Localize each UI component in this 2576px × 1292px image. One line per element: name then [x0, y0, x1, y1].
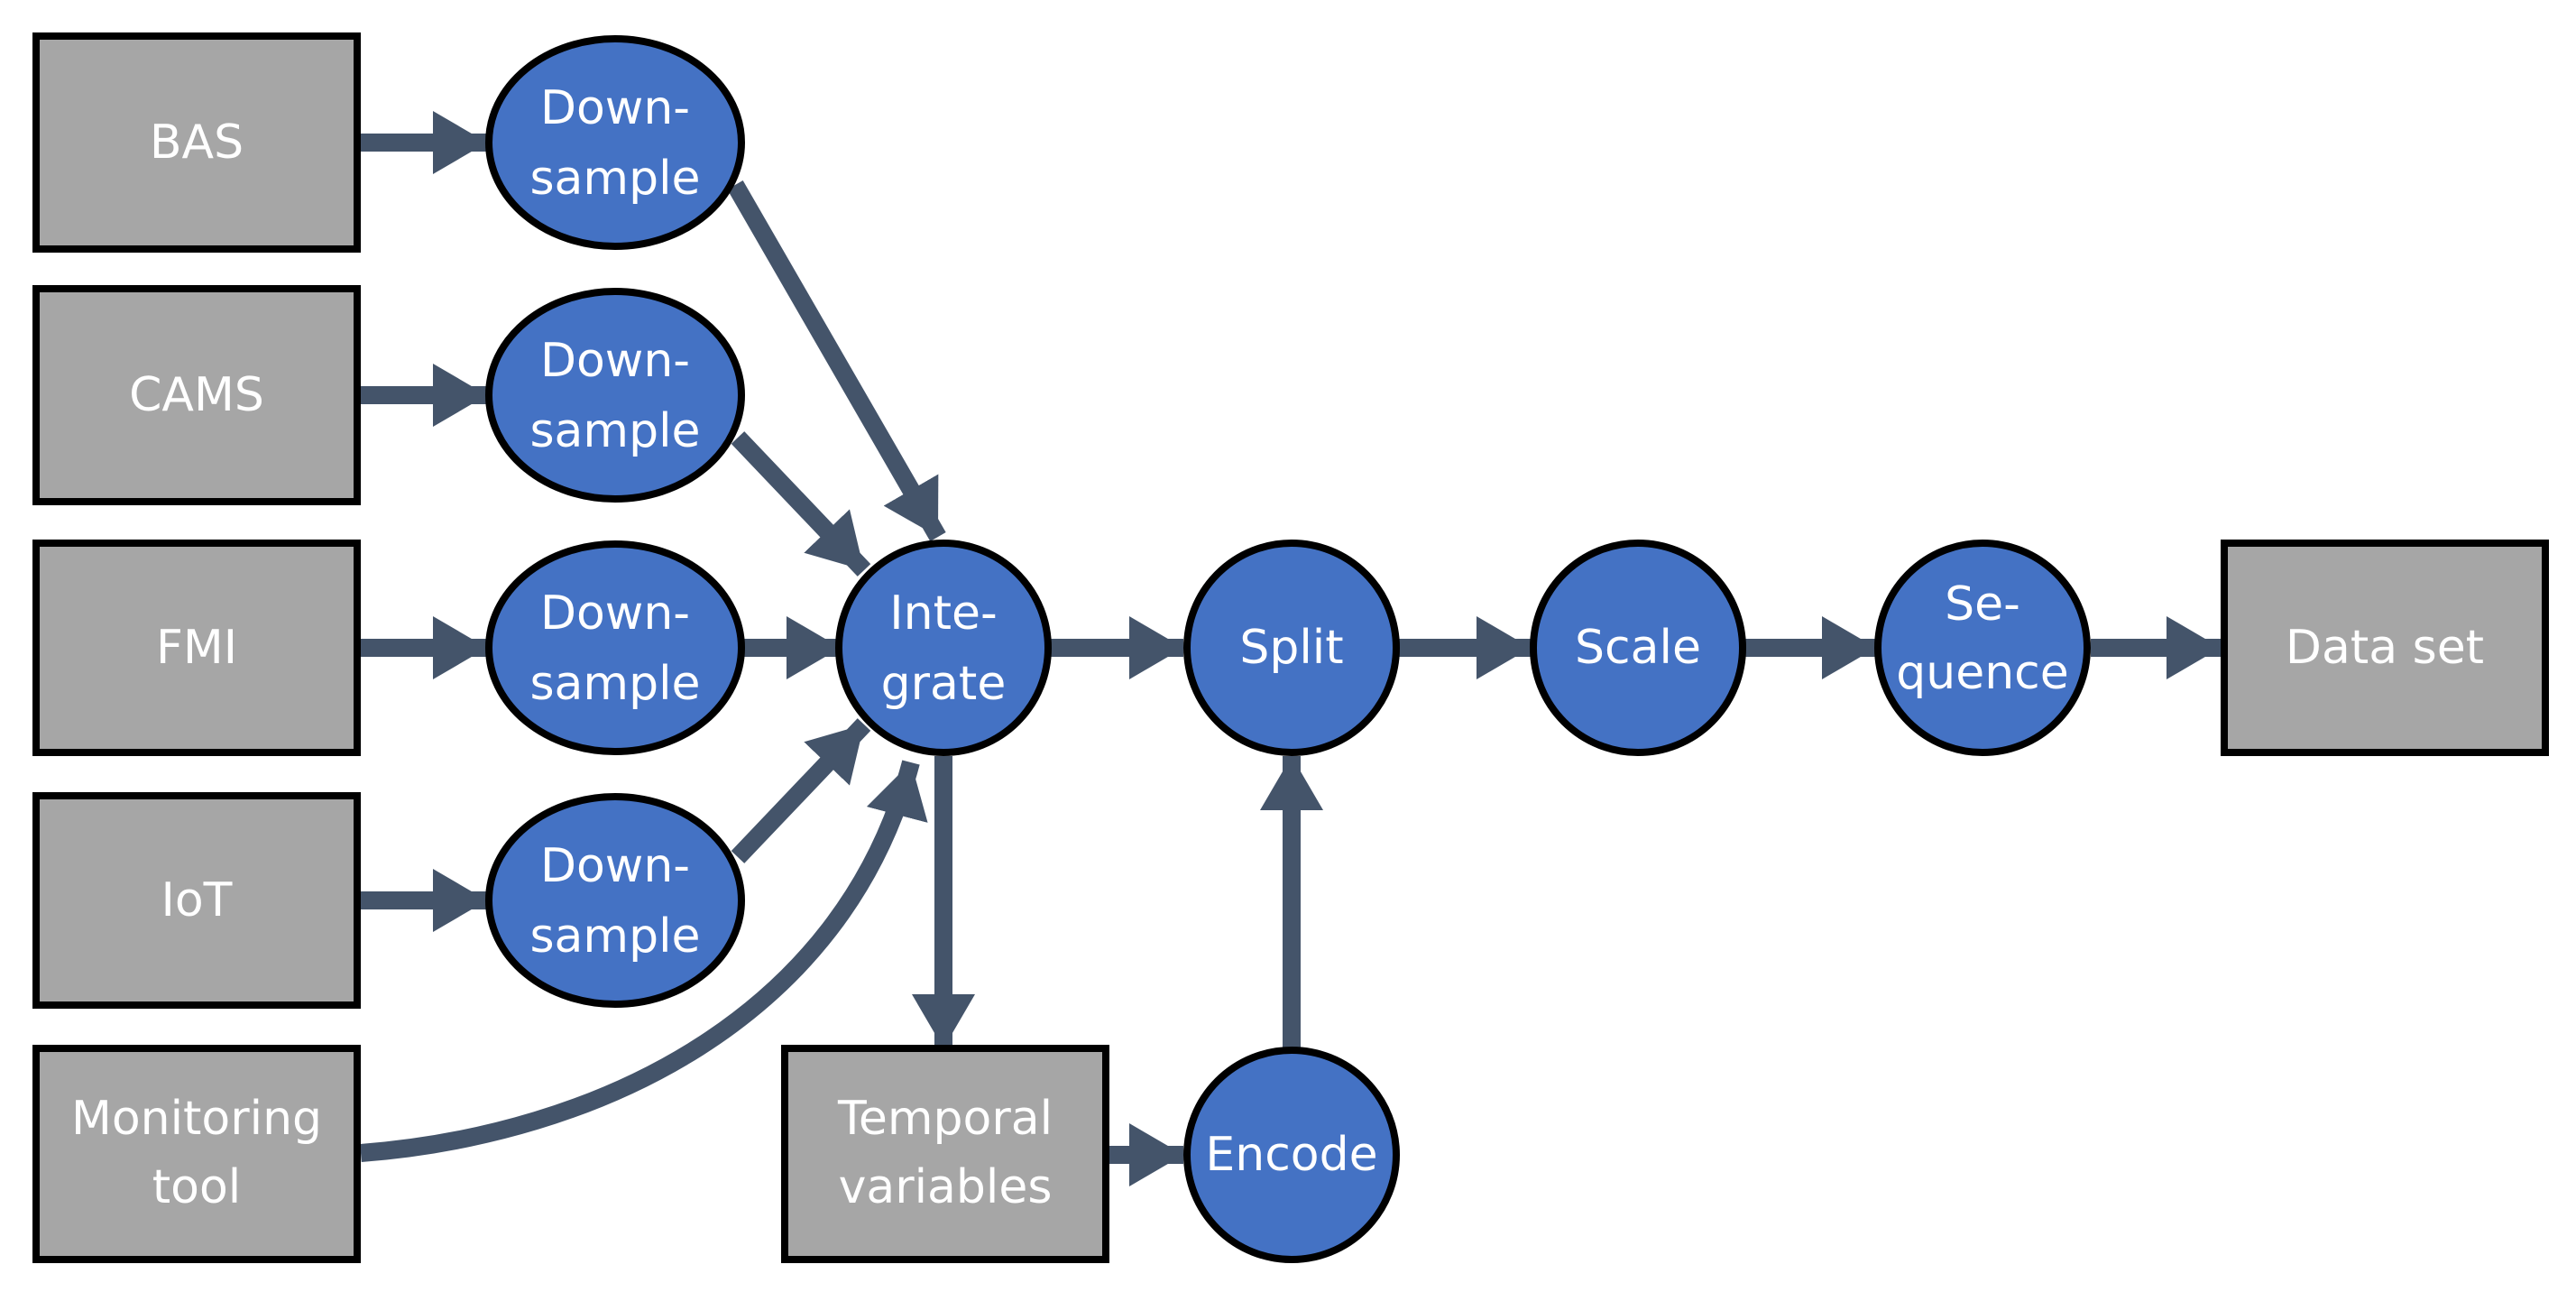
split-node: Split [1183, 540, 1400, 756]
downsample-node-cams: Down- sample [485, 288, 745, 503]
downsample-node-iot: Down- sample [485, 793, 745, 1008]
dataset-box: Data set [2221, 540, 2549, 756]
source-monitoring-tool: Monitoring tool [32, 1045, 361, 1263]
downsample-label-line2: sample [529, 152, 700, 206]
downsample-label-line2: sample [529, 909, 700, 964]
split-label: Split [1239, 621, 1343, 675]
edges [360, 111, 2221, 1186]
sequence-label-line2: quence [1896, 646, 2069, 700]
source-bas-label: BAS [150, 115, 244, 170]
sequence-node: Se- quence [1874, 540, 2091, 756]
encode-label: Encode [1205, 1128, 1377, 1182]
temporal-label-line1: Temporal [837, 1092, 1053, 1146]
dataset-label: Data set [2286, 621, 2484, 675]
arrow-downsample4-to-integrate [731, 718, 871, 863]
source-fmi: FMI [32, 540, 361, 756]
temporal-variables-box: Temporal variables [781, 1045, 1109, 1263]
source-fmi-label: FMI [156, 621, 237, 675]
downsample-label-line1: Down- [540, 81, 690, 135]
arrow-downsample2-to-integrate [731, 431, 871, 577]
downsample-label-line1: Down- [540, 334, 690, 388]
source-iot: IoT [32, 792, 361, 1009]
downsample-label-line2: sample [529, 657, 700, 711]
integrate-label-line1: Inte- [889, 586, 997, 641]
scale-node: Scale [1530, 540, 1746, 756]
arrow-downsample1-to-integrate [727, 180, 946, 541]
sequence-label-line1: Se- [1945, 577, 2020, 632]
source-monitoring-label-line2: tool [152, 1160, 241, 1214]
source-cams: CAMS [32, 285, 361, 505]
source-monitoring-label-line1: Monitoring [71, 1092, 322, 1146]
integrate-node: Inte- grate [835, 540, 1052, 756]
scale-label: Scale [1575, 621, 1701, 675]
temporal-label-line2: variables [839, 1160, 1053, 1214]
downsample-node-fmi: Down- sample [485, 540, 745, 755]
downsample-label-line1: Down- [540, 839, 690, 893]
source-cams-label: CAMS [129, 368, 264, 422]
encode-node: Encode [1183, 1047, 1400, 1263]
arrow-monitoring-to-integrate [360, 760, 928, 1162]
integrate-label-line2: grate [881, 657, 1007, 711]
downsample-label-line1: Down- [540, 586, 690, 641]
downsample-node-bas: Down- sample [485, 35, 745, 250]
source-iot-label: IoT [161, 873, 233, 927]
downsample-label-line2: sample [529, 404, 700, 458]
source-bas: BAS [32, 32, 361, 253]
